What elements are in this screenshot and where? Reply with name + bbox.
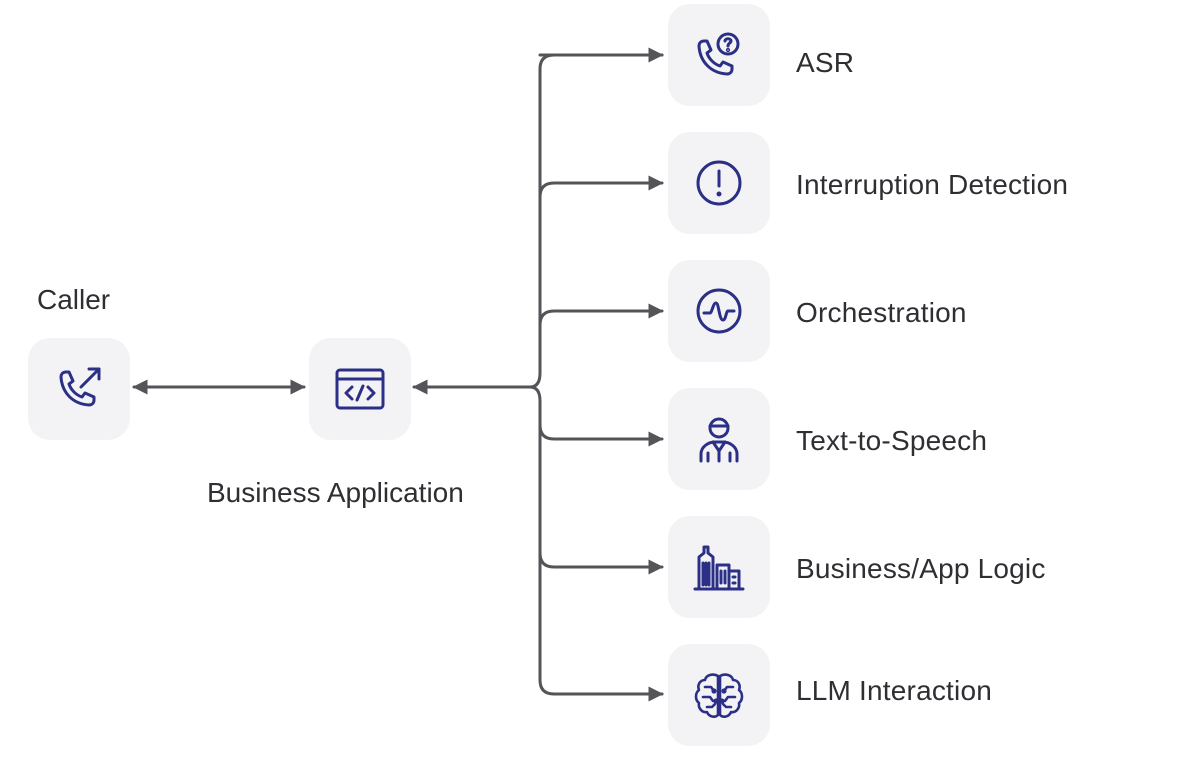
interruption-detection-label: Interruption Detection bbox=[796, 169, 1069, 200]
business-app-logic-tile[interactable] bbox=[668, 516, 770, 618]
branch-arrow-interruption bbox=[538, 175, 664, 199]
exclamation-circle-icon bbox=[696, 160, 742, 206]
business-app-logic-label: Business/App Logic bbox=[796, 553, 1046, 584]
caller-tile[interactable] bbox=[28, 338, 130, 440]
asr-tile[interactable] bbox=[668, 4, 770, 106]
business-application-label: Business Application bbox=[207, 477, 464, 508]
orchestration-tile[interactable] bbox=[668, 260, 770, 362]
asr-label: ASR bbox=[796, 47, 855, 78]
trunk-line bbox=[528, 53, 664, 696]
interruption-detection-tile[interactable] bbox=[668, 132, 770, 234]
agent-person-icon bbox=[699, 417, 739, 463]
brain-circuit-icon bbox=[694, 673, 744, 718]
branch-arrow-orchestration bbox=[538, 303, 664, 327]
orchestration-label: Orchestration bbox=[796, 297, 967, 328]
business-application-tile[interactable] bbox=[309, 338, 411, 440]
branch-arrow-business-logic bbox=[538, 551, 664, 575]
pulse-wave-icon bbox=[696, 288, 742, 334]
code-window-icon bbox=[335, 368, 385, 410]
llm-interaction-label: LLM Interaction bbox=[796, 675, 992, 706]
caller-label: Caller bbox=[37, 284, 111, 315]
text-to-speech-label: Text-to-Speech bbox=[796, 425, 988, 456]
outgoing-call-icon bbox=[59, 367, 101, 407]
phone-question-icon bbox=[697, 32, 740, 76]
branch-arrow-tts bbox=[538, 423, 664, 447]
buildings-icon bbox=[693, 545, 745, 591]
llm-interaction-tile[interactable] bbox=[668, 644, 770, 746]
text-to-speech-tile[interactable] bbox=[668, 388, 770, 490]
